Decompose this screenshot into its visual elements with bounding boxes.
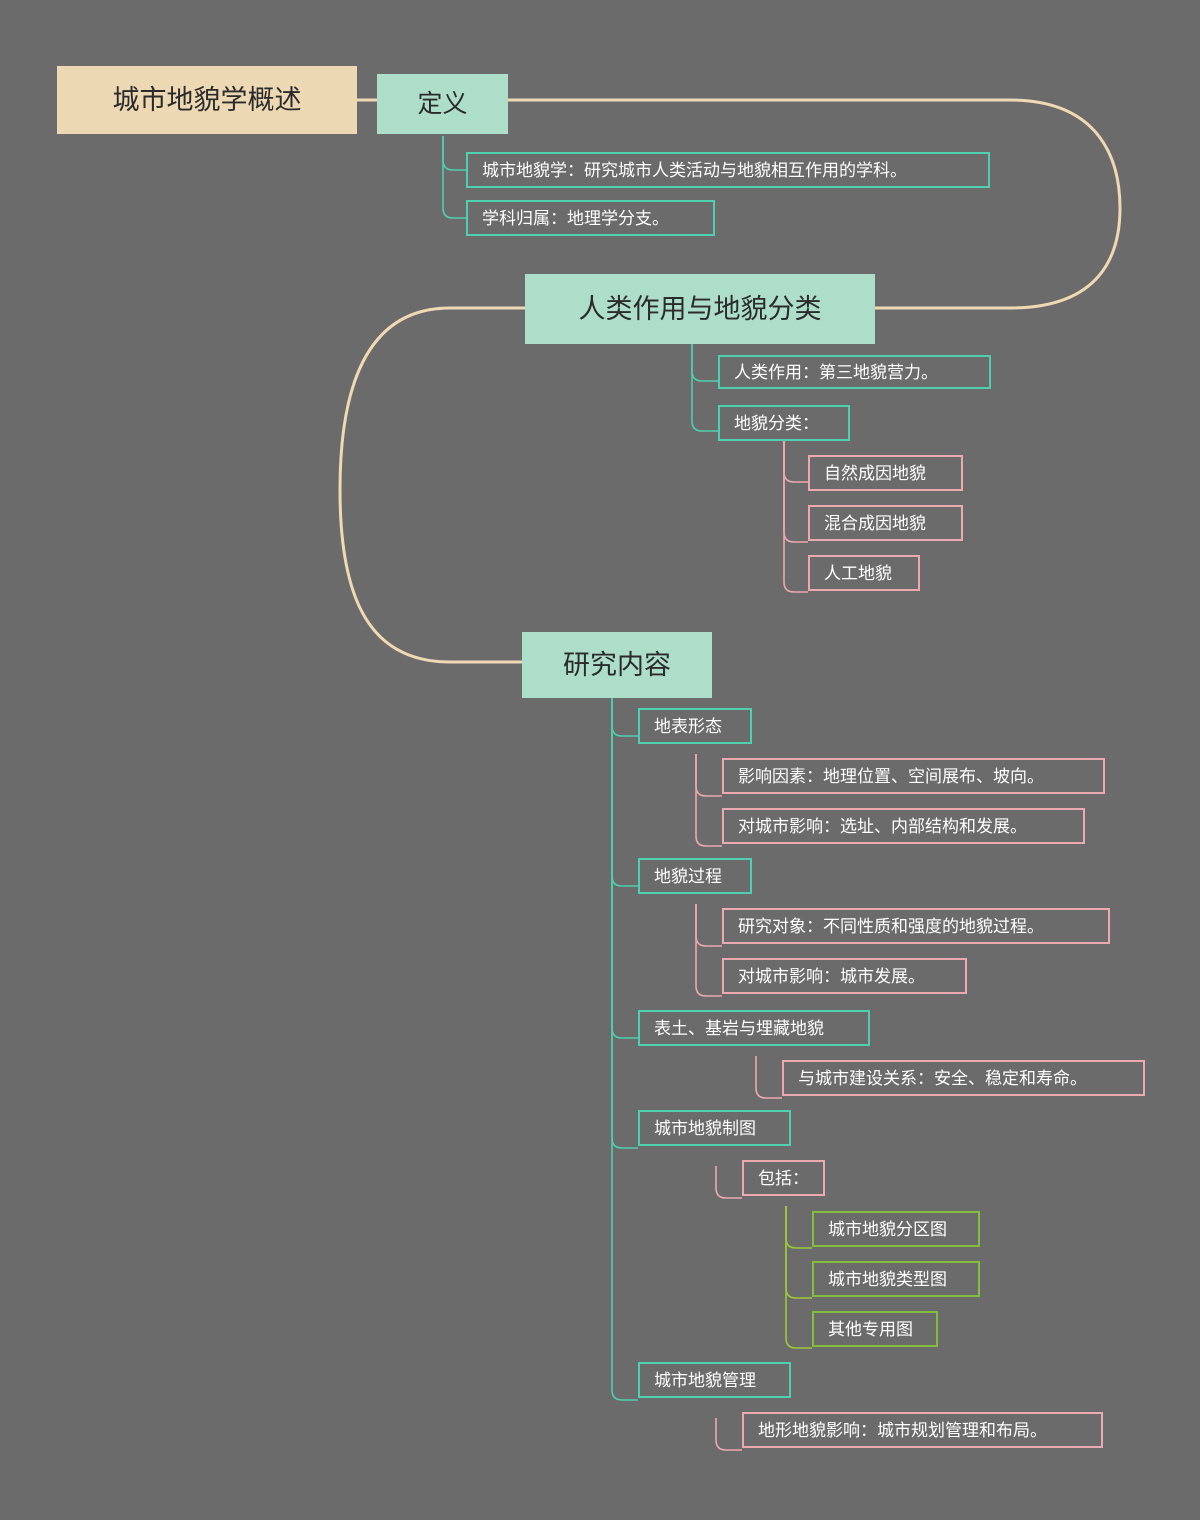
leaf-mapping-zone-chart-label: 城市地貌分区图 xyxy=(828,1219,947,1239)
root-node[interactable]: 城市地貌学概述 xyxy=(57,66,357,134)
leaf-classification-2[interactable]: 混合成因地貌 xyxy=(808,505,963,541)
link-soil-child-1 xyxy=(755,1056,782,1099)
link-include-child-2 xyxy=(785,1206,812,1299)
link-content-child-1 xyxy=(611,698,638,737)
node-mapping-includes-label: 包括： xyxy=(758,1168,809,1188)
node-soil-bedrock[interactable]: 表土、基岩与埋藏地貌 xyxy=(638,1010,870,1046)
link-human-child-2 xyxy=(691,344,718,432)
leaf-mapping-other-chart[interactable]: 其他专用图 xyxy=(812,1311,938,1347)
node-urban-landform-mapping[interactable]: 城市地貌制图 xyxy=(638,1110,791,1146)
leaf-classification-2-label: 混合成因地貌 xyxy=(824,513,926,533)
leaf-surface-morphology-1-label: 影响因素：地理位置、空间展布、坡向。 xyxy=(738,766,1044,786)
link-content-child-4 xyxy=(611,698,638,1149)
leaf-management-1-label: 地形地貌影响：城市规划管理和布局。 xyxy=(758,1420,1047,1440)
branch-node-human-action[interactable]: 人类作用与地貌分类 xyxy=(525,274,875,344)
node-urban-landform-management-label: 城市地貌管理 xyxy=(654,1370,756,1390)
leaf-landform-process-2-label: 对城市影响：城市发展。 xyxy=(738,966,925,986)
link-content-child-5 xyxy=(611,698,638,1401)
leaf-surface-morphology-2-label: 对城市影响：选址、内部结构和发展。 xyxy=(738,816,1027,836)
branch-node-definition[interactable]: 定义 xyxy=(377,74,508,134)
link-process-child-2 xyxy=(695,904,722,997)
node-surface-morphology-label: 地表形态 xyxy=(654,716,722,736)
leaf-landform-process-2[interactable]: 对城市影响：城市发展。 xyxy=(722,958,967,994)
leaf-soil-bedrock-1[interactable]: 与城市建设关系：安全、稳定和寿命。 xyxy=(782,1060,1145,1096)
link-include-child-1 xyxy=(785,1206,812,1249)
branch-node-research-content[interactable]: 研究内容 xyxy=(522,632,712,698)
node-surface-morphology[interactable]: 地表形态 xyxy=(638,708,752,744)
link-include-child-3 xyxy=(785,1206,812,1349)
leaf-classification-3[interactable]: 人工地貌 xyxy=(808,555,920,591)
leaf-landform-process-1[interactable]: 研究对象：不同性质和强度的地貌过程。 xyxy=(722,908,1110,944)
node-landform-classification-label: 地貌分类： xyxy=(734,413,819,433)
leaf-definition-2-label: 学科归属：地理学分支。 xyxy=(482,208,669,228)
leaf-classification-3-label: 人工地貌 xyxy=(824,563,892,583)
node-mapping-includes[interactable]: 包括： xyxy=(742,1160,825,1196)
link-manage-child-1 xyxy=(715,1418,742,1451)
link-surface-child-2 xyxy=(695,754,722,847)
link-process-child-1 xyxy=(695,904,722,947)
branch-label-definition: 定义 xyxy=(417,90,468,118)
leaf-classification-1-label: 自然成因地貌 xyxy=(824,463,926,483)
leaf-mapping-type-chart[interactable]: 城市地貌类型图 xyxy=(812,1261,980,1297)
link-class-child-1 xyxy=(783,440,808,483)
leaf-mapping-other-chart-label: 其他专用图 xyxy=(828,1319,913,1339)
link-human-loop-content xyxy=(338,306,525,664)
leaf-landform-process-1-label: 研究对象：不同性质和强度的地貌过程。 xyxy=(738,916,1044,936)
link-class-child-2 xyxy=(783,440,808,543)
link-class-child-3 xyxy=(783,440,808,593)
branch-label-research-content: 研究内容 xyxy=(563,649,671,680)
node-landform-process-label: 地貌过程 xyxy=(654,866,722,886)
node-urban-landform-management[interactable]: 城市地貌管理 xyxy=(638,1362,791,1398)
leaf-surface-morphology-2[interactable]: 对城市影响：选址、内部结构和发展。 xyxy=(722,808,1085,844)
leaf-mapping-zone-chart[interactable]: 城市地貌分区图 xyxy=(812,1211,980,1247)
node-urban-landform-mapping-label: 城市地貌制图 xyxy=(654,1118,756,1138)
leaf-human-action-1-label: 人类作用：第三地貌营力。 xyxy=(734,362,938,382)
node-landform-classification[interactable]: 地貌分类： xyxy=(718,405,850,441)
link-def-child-1 xyxy=(442,136,466,171)
leaf-definition-1-label: 城市地貌学：研究城市人类活动与地貌相互作用的学科。 xyxy=(482,160,907,180)
leaf-classification-1[interactable]: 自然成因地貌 xyxy=(808,455,963,491)
leaf-soil-bedrock-1-label: 与城市建设关系：安全、稳定和寿命。 xyxy=(798,1068,1087,1088)
link-content-child-2 xyxy=(611,698,638,887)
leaf-human-action-1[interactable]: 人类作用：第三地貌营力。 xyxy=(718,355,991,389)
link-human-child-1 xyxy=(691,344,718,382)
leaf-definition-2[interactable]: 学科归属：地理学分支。 xyxy=(466,200,715,236)
link-mapping-child-1 xyxy=(715,1166,742,1199)
node-soil-bedrock-label: 表土、基岩与埋藏地貌 xyxy=(654,1018,824,1038)
link-content-child-3 xyxy=(611,698,638,1039)
link-surface-child-1 xyxy=(695,754,722,797)
link-def-child-2 xyxy=(442,136,466,219)
leaf-management-1[interactable]: 地形地貌影响：城市规划管理和布局。 xyxy=(742,1412,1103,1448)
leaf-definition-1[interactable]: 城市地貌学：研究城市人类活动与地貌相互作用的学科。 xyxy=(466,152,990,188)
leaf-mapping-type-chart-label: 城市地貌类型图 xyxy=(828,1269,947,1289)
root-node-label: 城市地貌学概述 xyxy=(112,84,302,115)
leaf-surface-morphology-1[interactable]: 影响因素：地理位置、空间展布、坡向。 xyxy=(722,758,1105,794)
branch-label-human-action: 人类作用与地貌分类 xyxy=(578,293,822,324)
node-landform-process[interactable]: 地貌过程 xyxy=(638,858,752,894)
